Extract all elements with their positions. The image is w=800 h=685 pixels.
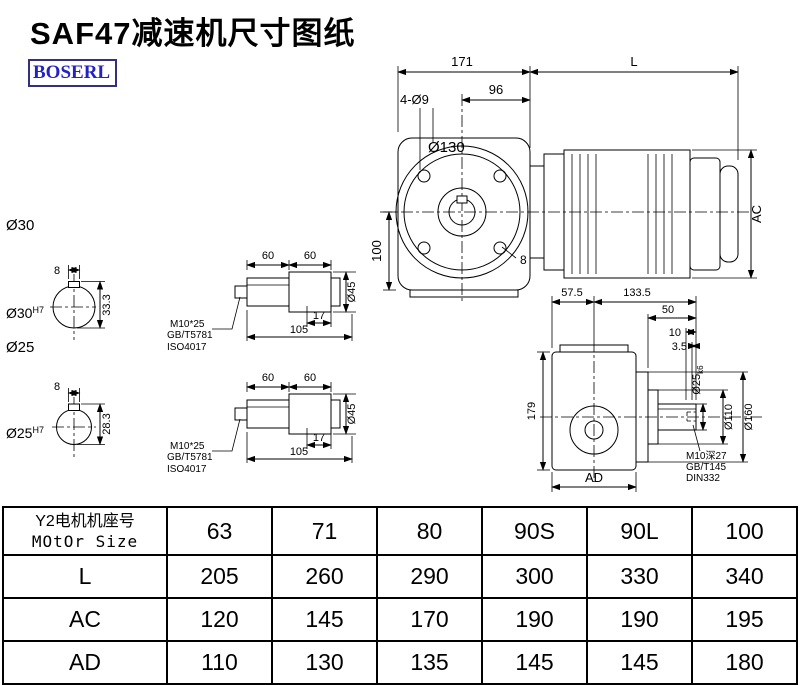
size-cell: 71	[271, 506, 378, 556]
shaft-detail-1-geometry	[212, 260, 356, 341]
motor-size-label-en: MOtOr Size	[31, 531, 139, 551]
detail1-dim-17: 17	[313, 310, 325, 322]
bore-25-label: Ø25	[6, 339, 34, 356]
value-cell: 340	[691, 554, 798, 599]
section-30-geometry	[50, 265, 105, 340]
dia-110-label: Ø110	[723, 404, 735, 430]
front-view-geometry	[380, 66, 757, 302]
table-row-L: L 205 260 290 300 330 340	[2, 554, 798, 599]
value-cell: 145	[586, 640, 693, 685]
dim-8-front-label: 8	[520, 253, 527, 267]
value-cell: 135	[376, 640, 483, 685]
dim-100-label: 100	[369, 240, 384, 262]
shaft-detail-2-labels: 60 60 Ø45 17 105 M10*25 GB/T5781 ISO4017	[167, 372, 358, 475]
value-cell: 145	[481, 640, 588, 685]
tap-label: M10深27	[686, 450, 727, 462]
detail2-dim-105: 105	[290, 446, 308, 458]
value-cell: 190	[481, 597, 588, 642]
page-title: SAF47减速机尺寸图纸	[30, 16, 356, 51]
dimension-table: Y2电机机座号 MOtOr Size 63 71 80 90S 90L 100 …	[2, 506, 798, 685]
dim-171-label: 171	[451, 54, 473, 69]
section-25-geometry	[52, 388, 105, 458]
value-cell: 170	[376, 597, 483, 642]
dim-96-label: 96	[489, 82, 503, 97]
brand-text: BOSERL	[33, 62, 111, 83]
detail2-std1-label: GB/T5781	[167, 452, 213, 463]
detail1-dia-45: Ø45	[346, 282, 358, 303]
dia-160-label: Ø160	[743, 404, 755, 431]
dim-AD-label: AD	[585, 470, 603, 485]
detail1-bolt-label: M10*25	[170, 319, 205, 330]
dim-AC-label: AC	[749, 205, 764, 223]
detail1-std1-label: GB/T5781	[167, 330, 213, 341]
side-view-labels: 57.5 133.5 50 10 3.5 Ø25k6 Ø110 Ø160 179…	[526, 287, 755, 485]
detail1-std2-label: ISO4017	[167, 342, 207, 353]
detail2-bolt-label: M10*25	[170, 441, 205, 452]
bore-30-label: Ø30	[6, 217, 34, 234]
value-cell: 130	[271, 640, 378, 685]
side-view-geometry	[537, 296, 762, 492]
table-header-cell: Y2电机机座号 MOtOr Size	[2, 506, 168, 556]
section-30-labels: Ø30 8 33.3 Ø30H7	[6, 217, 113, 321]
brand-logo: BOSERL	[28, 59, 118, 87]
value-cell: 110	[166, 640, 273, 685]
dim-3-5-label: 3.5	[672, 341, 687, 353]
value-cell: 330	[586, 554, 693, 599]
row-label-cell: L	[2, 554, 168, 599]
shaft-detail-2-geometry	[212, 382, 356, 463]
row-label-cell: AC	[2, 597, 168, 642]
dim-57-5-label: 57.5	[561, 287, 582, 299]
table-row-AC: AC 120 145 170 190 190 195	[2, 597, 798, 642]
motor-size-label-cn: Y2电机机座号	[35, 512, 135, 530]
bore-30-fit-label: Ø30H7	[6, 305, 44, 321]
key-height-25-label: 28.3	[101, 413, 113, 434]
key-height-30-label: 33.3	[101, 294, 113, 315]
value-cell: 145	[271, 597, 378, 642]
table-row-AD: AD 110 130 135 145 145 180	[2, 640, 798, 685]
detail2-dim-60a: 60	[262, 372, 274, 384]
detail2-dim-60b: 60	[304, 372, 316, 384]
size-cell: 90L	[586, 506, 693, 556]
front-view-labels: 171 L 96 4-Ø9 Ø130 100 AC 8	[369, 54, 764, 267]
size-cell: 100	[691, 506, 798, 556]
dim-133-5-label: 133.5	[623, 287, 651, 299]
value-cell: 300	[481, 554, 588, 599]
key-width-30-label: 8	[54, 265, 60, 277]
size-cell: 80	[376, 506, 483, 556]
size-cell: 63	[166, 506, 273, 556]
value-cell: 260	[271, 554, 378, 599]
dim-L-label: L	[630, 54, 637, 69]
value-cell: 120	[166, 597, 273, 642]
shaft-dia-25k6-label: Ø25k6	[691, 365, 705, 395]
technical-drawing: 171 L 96 4-Ø9 Ø130 100 AC 8 Ø30 8 33.3 Ø…	[6, 54, 764, 492]
dim-10-label: 10	[669, 327, 681, 339]
detail2-dim-17: 17	[313, 432, 325, 444]
detail1-dim-105: 105	[290, 324, 308, 336]
table-row-motor-size: Y2电机机座号 MOtOr Size 63 71 80 90S 90L 100	[2, 506, 798, 556]
detail1-dim-60a: 60	[262, 250, 274, 262]
dim-50-label: 50	[662, 304, 674, 316]
size-cell: 90S	[481, 506, 588, 556]
detail2-dia-45: Ø45	[346, 404, 358, 425]
row-label-cell: AD	[2, 640, 168, 685]
value-cell: 290	[376, 554, 483, 599]
value-cell: 190	[586, 597, 693, 642]
detail2-std2-label: ISO4017	[167, 464, 207, 475]
shaft-detail-1-labels: 60 60 Ø45 17 105 M10*25 GB/T5781 ISO4017	[167, 250, 358, 353]
value-cell: 195	[691, 597, 798, 642]
section-25-labels: Ø25 8 28.3 Ø25H7	[6, 339, 113, 441]
value-cell: 180	[691, 640, 798, 685]
key-width-25-label: 8	[54, 381, 60, 393]
value-cell: 205	[166, 554, 273, 599]
detail1-dim-60b: 60	[304, 250, 316, 262]
bore-25-fit-label: Ø25H7	[6, 425, 44, 441]
flange-holes-label: 4-Ø9	[400, 92, 429, 107]
dim-179-label: 179	[526, 402, 538, 420]
tap-std2-label: DIN332	[686, 473, 720, 484]
flange-dia-label: Ø130	[428, 139, 465, 156]
tap-std1-label: GB/T145	[686, 462, 726, 473]
